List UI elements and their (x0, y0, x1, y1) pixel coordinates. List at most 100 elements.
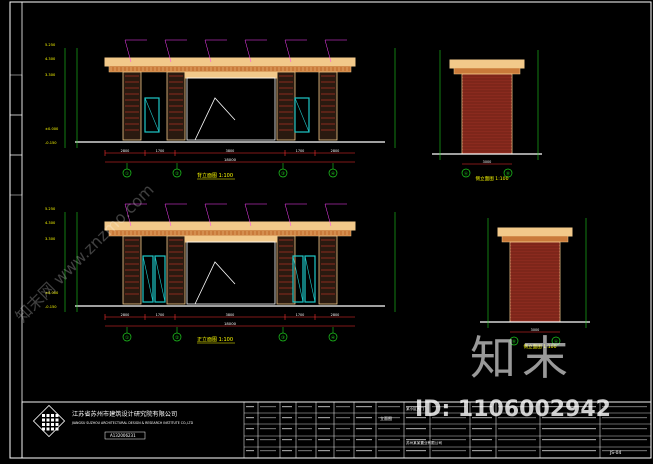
side-fascia (453, 67, 521, 75)
logo-dot (51, 427, 54, 431)
title-cell-text (356, 428, 372, 430)
glass-panel (292, 255, 304, 303)
axis-label: Ⓑ (506, 170, 511, 177)
title-cell-text (432, 428, 466, 430)
logo-dot (46, 414, 50, 417)
title-cell-text (406, 406, 426, 408)
title-cell-text (298, 428, 312, 430)
title-cell-text (260, 406, 276, 408)
level-label: 5.250 (45, 43, 56, 47)
axis-label: Ⓐ (464, 170, 469, 177)
barrier-arm (194, 97, 236, 141)
logo-dot (46, 418, 50, 422)
view-title: 正立面图 1:100 (197, 336, 233, 343)
title-cell-text (406, 439, 426, 441)
axis-label: ③ (281, 335, 285, 341)
title-cell-text (498, 439, 536, 441)
axis-bubble (551, 336, 561, 346)
title-cell-text (542, 450, 596, 452)
level-label: ±0.000 (45, 127, 59, 131)
axis-label: ② (175, 335, 179, 341)
level-label: 4.300 (45, 57, 56, 61)
side-fascia (501, 235, 569, 243)
axis-bubble (122, 168, 132, 178)
logo-dot (55, 423, 59, 426)
title-cell-text (282, 406, 292, 408)
dimension-value: 1700 (296, 313, 305, 317)
logo-dot (51, 414, 54, 417)
drawing-number: JS-04 (609, 450, 621, 456)
margin-stamp-cell (9, 114, 23, 156)
title-cell-text (498, 428, 536, 430)
title-cell-text (432, 406, 466, 408)
level-label: 5.250 (45, 207, 56, 211)
logo-dot (46, 423, 50, 426)
title-cell-text (602, 417, 647, 419)
glass-panel-cross (304, 255, 316, 303)
view-title: 侧立面图 1:100 (523, 343, 556, 350)
glass-panel-cross (292, 255, 304, 303)
title-cell-text (356, 417, 372, 419)
logo-dot (46, 427, 50, 431)
title-cell-text (432, 450, 466, 452)
dimension-value: 1700 (156, 313, 165, 317)
title-cell-text (406, 417, 426, 419)
annotation-leader (164, 203, 172, 227)
annotation-leader (324, 203, 332, 227)
title-cell-text (472, 417, 492, 419)
title-cell-text (260, 428, 276, 430)
title-cell-text (246, 428, 254, 430)
title-cell-text (336, 417, 350, 419)
title-cell-text (378, 428, 400, 430)
title-cell-text (406, 450, 426, 452)
roof-slab (104, 221, 356, 231)
annotation-leader (164, 39, 172, 63)
axis-label: ④ (331, 335, 335, 341)
lintel-beam (184, 235, 278, 243)
axis-bubble (172, 168, 182, 178)
side-brick-wall (509, 241, 561, 323)
logo-dot (42, 414, 45, 417)
title-cell-text (378, 417, 400, 419)
dimension-value: 1700 (156, 149, 165, 153)
annotation-leader (204, 39, 212, 63)
title-cell-text (356, 450, 372, 452)
logo-dot (51, 418, 54, 422)
side-dimension-value: 3000 (483, 160, 492, 164)
level-label: -0.150 (45, 305, 57, 309)
title-cell-text (298, 450, 312, 452)
axis-label: ③ (281, 171, 285, 177)
side-roof (497, 227, 573, 237)
axis-label: ① (125, 171, 129, 177)
company-name-cn: 江苏省苏州市建筑设计研究院有限公司 (72, 410, 177, 418)
barrier-arm (194, 261, 236, 305)
annotation-leader (124, 203, 132, 227)
certificate-box (104, 431, 146, 440)
axis-bubble (278, 168, 288, 178)
title-cell-text (336, 428, 350, 430)
side-dimension-value: 3000 (531, 328, 540, 332)
title-cell-text (356, 439, 372, 441)
title-cell-text (472, 428, 492, 430)
title-cell-text (246, 406, 254, 408)
title-cell-text (336, 439, 350, 441)
title-cell-text (318, 450, 330, 452)
annotation-leader (244, 203, 252, 227)
title-cell-text (318, 439, 330, 441)
title-cell-text (298, 439, 312, 441)
axis-bubble (509, 336, 519, 346)
lintel-beam (184, 71, 278, 79)
axis-bubble (328, 332, 338, 342)
dimension-value: 2800 (331, 313, 340, 317)
axis-bubble (122, 332, 132, 342)
margin-stamp-cell (9, 154, 23, 196)
axis-bubble (172, 332, 182, 342)
view-title: 侧立面图 1:100 (475, 175, 508, 182)
title-cell-text (336, 450, 350, 452)
title-cell-text (282, 417, 292, 419)
title-cell-text (542, 439, 596, 441)
